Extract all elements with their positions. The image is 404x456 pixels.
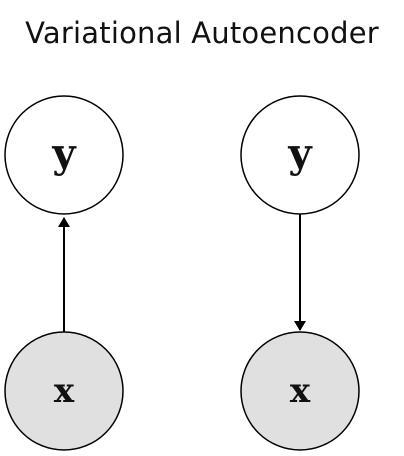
node-left-y [4,95,124,215]
node-left-x [4,331,124,451]
diagram-title: Variational Autoencoder [25,16,379,50]
node-left-x-label: x [54,371,75,411]
node-left-y-label: y [51,130,77,177]
node-right-x-label: x [290,371,311,411]
node-right-x [240,331,360,451]
node-right-y-label: y [287,130,313,177]
node-right-y [240,95,360,215]
